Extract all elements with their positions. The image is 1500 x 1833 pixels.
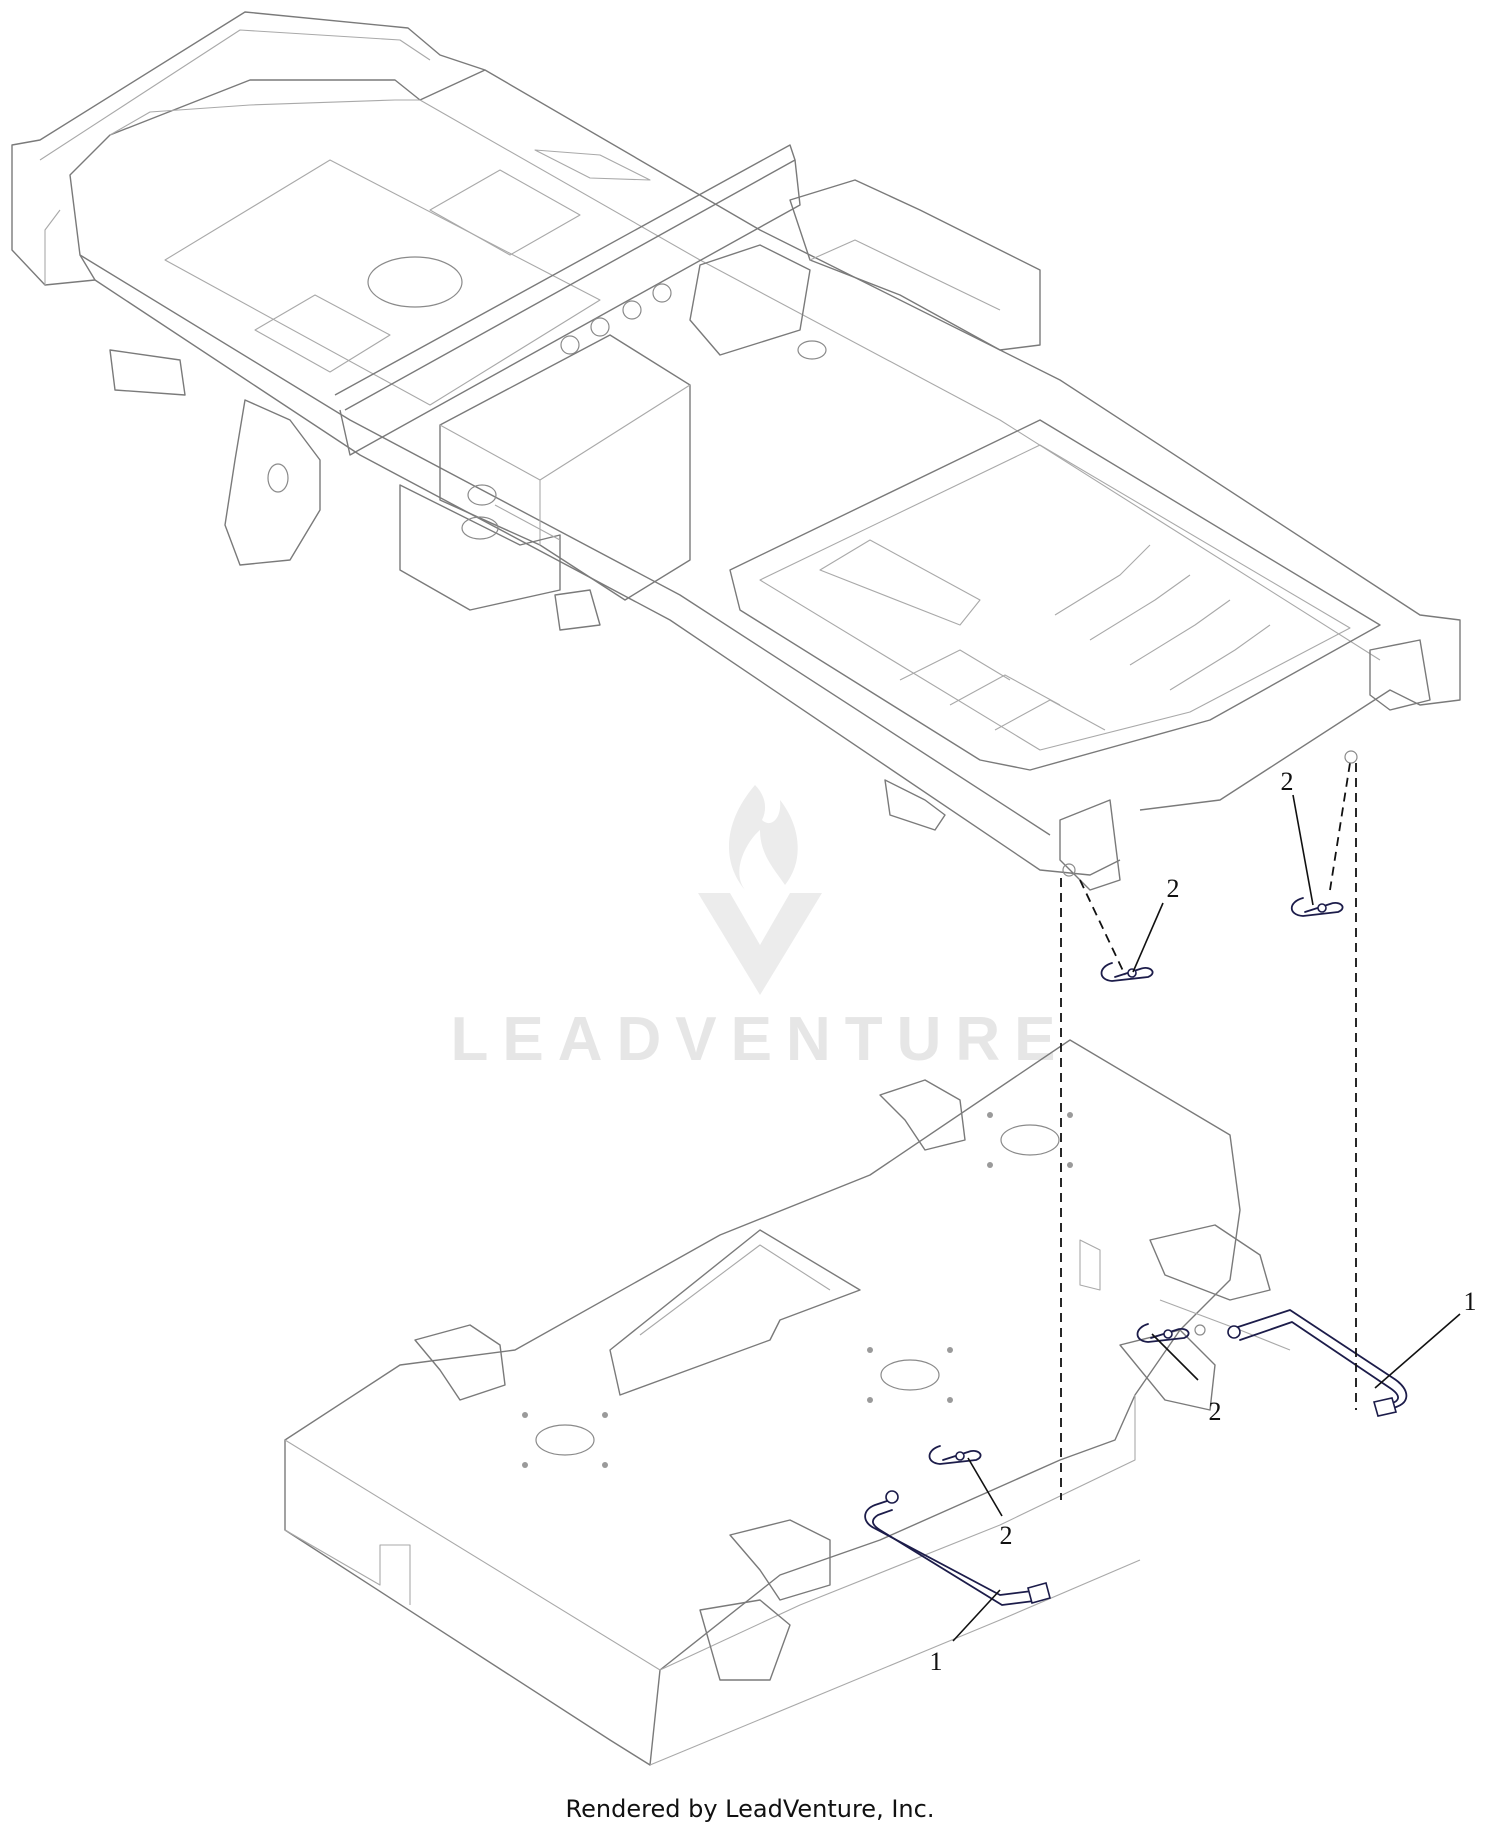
cutting-deck-lower bbox=[284, 1039, 1291, 1766]
hairpin-clip-d bbox=[928, 1445, 982, 1465]
lift-rod-right bbox=[1227, 1309, 1408, 1417]
assembly-lines bbox=[1060, 750, 1358, 1500]
callout-label-2: 2 bbox=[1281, 767, 1294, 796]
callout-leaders bbox=[952, 794, 1461, 1642]
callout-label-2: 2 bbox=[1000, 1521, 1013, 1550]
v-logo bbox=[698, 893, 822, 995]
callout-label-2: 2 bbox=[1167, 874, 1180, 903]
mower-frame-upper bbox=[11, 11, 1461, 891]
hairpin-clip-c bbox=[1136, 1323, 1206, 1343]
leadventure-watermark: LEADVENTURE bbox=[450, 785, 1069, 1074]
hairpin-clip-b bbox=[1100, 962, 1154, 982]
rendered-by-credit: Rendered by LeadVenture, Inc. bbox=[565, 1795, 935, 1823]
callout-label-1: 1 bbox=[1464, 1287, 1477, 1316]
lift-rod-left bbox=[864, 1490, 1051, 1606]
watermark-text: LEADVENTURE bbox=[450, 1005, 1069, 1074]
flame-logo bbox=[728, 785, 798, 890]
hairpin-clip-a bbox=[1290, 897, 1344, 917]
callout-label-1: 1 bbox=[930, 1647, 943, 1676]
callout-label-2: 2 bbox=[1209, 1397, 1222, 1426]
